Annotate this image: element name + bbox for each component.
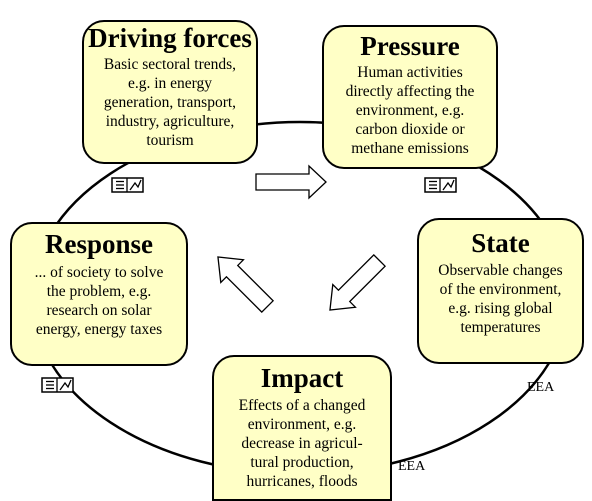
desc-line: hurricanes, floods xyxy=(246,473,358,490)
desc-line: Observable changes xyxy=(438,262,563,279)
desc-line: Effects of a changed xyxy=(238,397,366,414)
response-title: Response xyxy=(44,229,153,259)
desc-line: directly affecting the xyxy=(345,83,475,100)
eea-source-label: EEA xyxy=(527,380,555,395)
right-arrow-icon xyxy=(255,164,327,200)
desc-line: generation, transport, xyxy=(103,94,237,111)
desc-line: temperatures xyxy=(460,319,541,336)
down-left-arrow-icon xyxy=(329,253,387,311)
document-chart-icon xyxy=(111,177,144,193)
desc-line: environment, e.g. xyxy=(355,102,465,119)
state-title: State xyxy=(471,228,530,258)
state-box: State Observable changes of the environm… xyxy=(417,218,584,364)
pressure-box: Pressure Human activities directly affec… xyxy=(322,25,498,169)
document-chart-icon xyxy=(424,177,457,193)
eea-source-label: EEA xyxy=(398,459,426,474)
desc-line: of the environment, xyxy=(439,281,562,298)
desc-line: energy, energy taxes xyxy=(35,321,163,338)
impact-box: Impact Effects of a changed environment,… xyxy=(212,355,392,501)
state-description: Observable changes of the environment, e… xyxy=(419,261,582,337)
driving-forces-box: Driving forces Basic sectoral trends, e.… xyxy=(82,20,258,164)
desc-line: tural production, xyxy=(250,454,354,471)
desc-line: Human activities xyxy=(357,64,463,81)
impact-description: Effects of a changed environment, e.g. d… xyxy=(214,396,390,491)
desc-line: environment, e.g. xyxy=(247,416,357,433)
desc-line: research on solar xyxy=(46,302,152,319)
desc-line: ... of society to solve xyxy=(34,264,164,281)
desc-line: Basic sectoral trends, xyxy=(103,56,237,73)
pressure-title: Pressure xyxy=(360,31,460,61)
desc-line: decrease in agricul- xyxy=(241,435,363,452)
desc-line: the problem, e.g. xyxy=(46,283,152,300)
response-description: ... of society to solve the problem, e.g… xyxy=(12,263,186,339)
pressure-description: Human activities directly affecting the … xyxy=(324,63,496,158)
impact-title: Impact xyxy=(260,363,344,393)
desc-line: e.g. rising global xyxy=(448,300,553,317)
desc-line: e.g. in energy xyxy=(127,75,213,92)
driving-forces-description: Basic sectoral trends, e.g. in energy ge… xyxy=(84,55,256,150)
desc-line: carbon dioxide or xyxy=(355,121,465,138)
desc-line: methane emissions xyxy=(351,140,469,157)
response-box: Response ... of society to solve the pro… xyxy=(10,222,188,366)
desc-line: industry, agriculture, xyxy=(105,113,235,130)
driving-forces-title: Driving forces xyxy=(88,23,252,53)
desc-line: tourism xyxy=(146,132,194,149)
up-left-arrow-icon xyxy=(217,256,275,314)
document-chart-icon xyxy=(41,377,74,393)
